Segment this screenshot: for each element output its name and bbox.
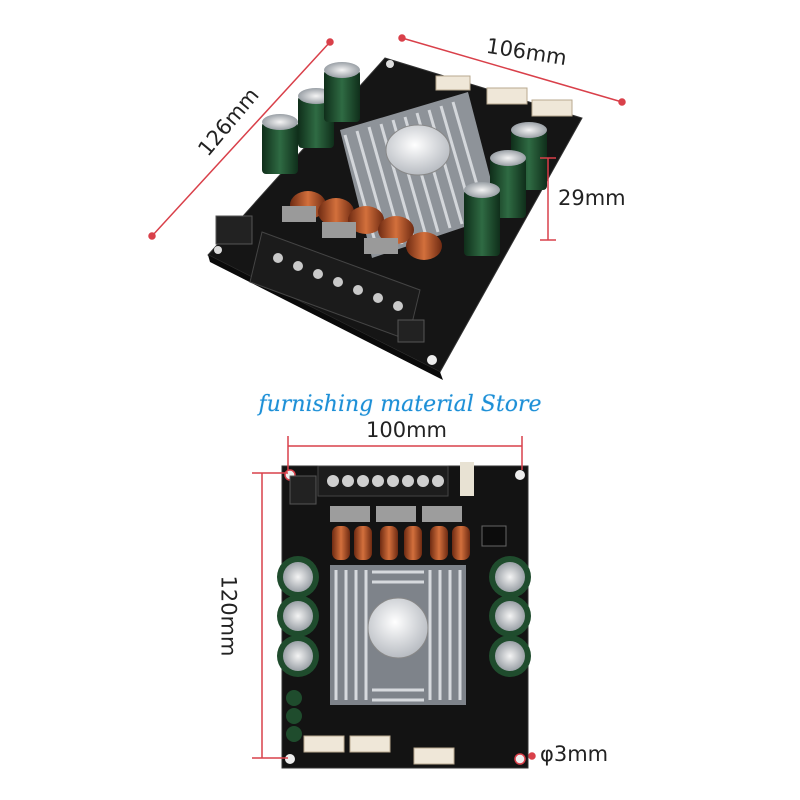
bottom-mount-hole — [514, 753, 526, 765]
bottom-capacitors-right — [489, 556, 531, 677]
top-dimension-lines — [148, 34, 626, 241]
bottom-dc-jack — [289, 475, 317, 505]
top-mount-hole — [427, 355, 437, 365]
top-capacitors-left — [262, 62, 360, 174]
top-inductors — [282, 191, 442, 260]
bottom-board — [277, 462, 531, 769]
bottom-switch — [460, 462, 474, 496]
top-terminal-block — [249, 231, 421, 341]
bottom-inductors — [330, 506, 470, 560]
store-watermark: furnishing material Store — [258, 392, 542, 417]
bottom-width-label: 100mm — [366, 418, 447, 442]
top-connectors — [435, 75, 573, 117]
bottom-dimension-lines — [252, 436, 536, 760]
bottom-small-capacitors — [286, 690, 302, 742]
bottom-chip — [481, 525, 507, 547]
top-board — [207, 57, 583, 380]
bottom-mount-hole — [515, 470, 525, 480]
bottom-length-label: 120mm — [216, 575, 241, 657]
bottom-connectors — [303, 735, 455, 765]
top-capacitors-right — [464, 122, 547, 256]
top-mount-hole — [386, 60, 394, 68]
bottom-hole-label: φ3mm — [540, 742, 609, 766]
top-fan — [385, 124, 451, 176]
bottom-terminal-block — [317, 465, 449, 497]
bottom-mount-hole — [285, 754, 295, 764]
bottom-heatsink — [330, 565, 466, 705]
top-dc-jack — [397, 319, 425, 343]
bottom-fan — [367, 597, 429, 659]
top-height-label: 29mm — [558, 186, 626, 210]
top-mount-hole — [214, 246, 222, 254]
top-bluetooth-module — [215, 215, 253, 245]
bottom-capacitors-left — [277, 556, 319, 677]
